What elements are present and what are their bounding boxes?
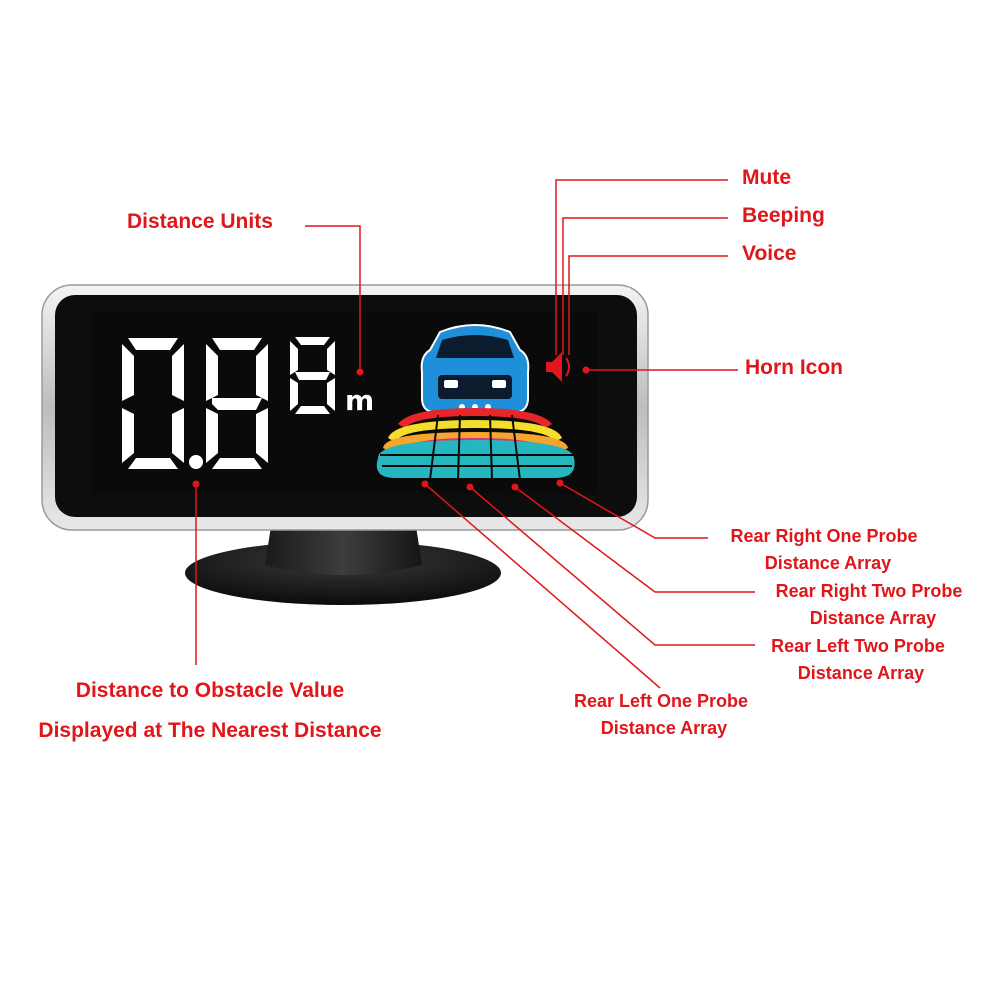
callout-rear-right-one [559, 482, 708, 539]
stand-neck [265, 520, 422, 575]
stand [185, 520, 501, 605]
callout-rear-right-two [514, 486, 755, 593]
label-horn-icon: Horn Icon [745, 356, 843, 379]
distance-arc-array [376, 408, 575, 481]
label-rear-right-two-line1: Rear Right Two Probe [775, 581, 963, 601]
arc-dividers [380, 414, 575, 481]
label-voice: Voice [742, 242, 797, 265]
label-beeping: Beeping [742, 204, 825, 227]
label-rear-left-two-line2: Distance Array [797, 663, 925, 683]
callout-rear-left-two [469, 486, 755, 646]
arc-red [398, 408, 552, 428]
label-rear-right-one-line1: Rear Right One Probe [730, 526, 918, 546]
label-rear-left-one-line2: Distance Array [600, 718, 728, 738]
callout-voice [568, 255, 728, 355]
callout-distance-units [305, 225, 361, 372]
digit-8-small [290, 337, 335, 414]
label-rear-right-two-line2: Distance Array [809, 608, 937, 628]
arc-yellow [388, 420, 562, 442]
arc-teal [376, 440, 575, 478]
callout-lines [195, 179, 755, 689]
callout-dots [192, 366, 590, 491]
label-rear-right-one-line2: Distance Array [764, 553, 892, 573]
decimal-point [189, 455, 203, 469]
label-rear-left-two-line1: Rear Left Two Probe [771, 636, 945, 656]
callout-mute [555, 179, 728, 355]
label-rear-left-one-line1: Rear Left One Probe [573, 691, 749, 711]
digit-8-large [206, 338, 268, 469]
callout-beeping [562, 217, 728, 355]
horn-icon [546, 352, 570, 382]
callout-rear-left-one [424, 483, 661, 689]
label-distance-value-line1: Distance to Obstacle Value [75, 679, 345, 702]
digit-0 [122, 338, 184, 469]
seven-segment-display [122, 337, 335, 469]
label-mute: Mute [742, 166, 791, 189]
arc-orange-magenta [383, 432, 568, 452]
car-icon [420, 324, 530, 413]
label-distance-units: Distance Units [127, 210, 273, 233]
unit-text: m [345, 384, 374, 417]
label-distance-value-line2: Displayed at The Nearest Distance [38, 719, 382, 742]
